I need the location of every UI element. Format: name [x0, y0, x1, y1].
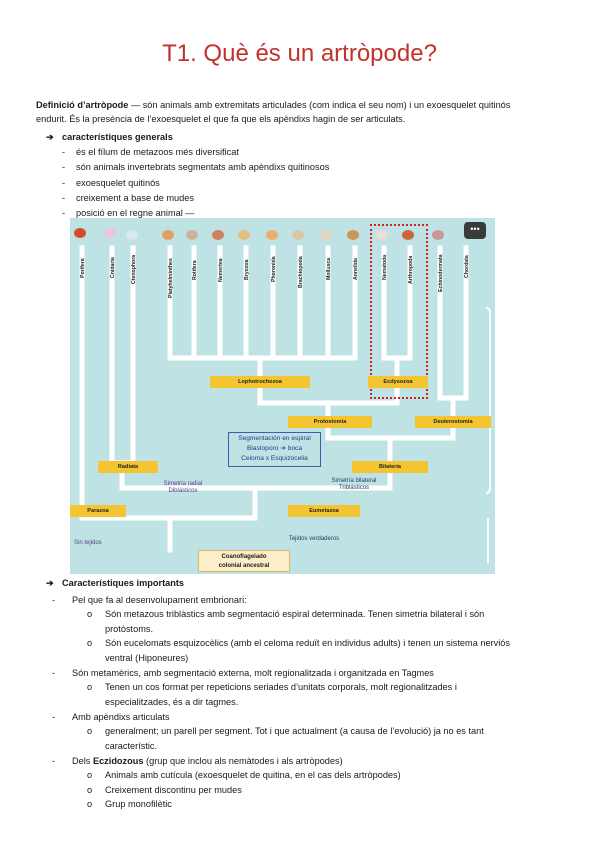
important-item-text: Amb apèndixs articulats [72, 712, 170, 722]
arthropod-icon [402, 230, 414, 240]
important-item: -Dels Eczidozous (grup que inclou als ne… [52, 754, 572, 768]
radial-symmetry-note: Simetría radial Diblásticos [148, 481, 218, 495]
sin-tejidos-note: Sin tejidos [74, 540, 102, 546]
root-ancestor-box: Coanoflagelado colonial ancestral [198, 550, 290, 572]
trait-line: Blastoporo ➔ boca [246, 445, 302, 452]
arrow-right-icon: ➔ [46, 578, 54, 588]
list-item: Són metazous triblàstics amb segmentació… [87, 607, 567, 636]
clade-bilateria: Bilateria [352, 461, 428, 473]
important-item-text: Dels Eczidozous (grup que inclou als nem… [72, 756, 343, 766]
note-line: Diblásticos [168, 488, 198, 494]
definition-text-line2: endurit. És la presència de l’exoesquele… [36, 114, 406, 124]
list-item: Animals amb cutícula (exoesquelet de qui… [87, 768, 567, 783]
trait-line: Celoma x Esquizocelia [241, 455, 308, 462]
clade-ecdysozoa: Ecdysozoa [368, 376, 428, 388]
important-item: -Són metamèrics, amb segmentació externa… [52, 666, 572, 680]
important-sublist: Tenen un cos format per repeticions seri… [87, 680, 567, 709]
mollusc-icon [320, 230, 332, 240]
list-item: són animals invertebrats segmentats amb … [62, 160, 329, 176]
important-item: -Amb apèndixs articulats [52, 710, 572, 724]
phylum-label: Rotifera [192, 260, 198, 280]
phylum-label: Platyhelminthes [168, 258, 174, 298]
important-sublist: generalment; un parell per segment. Tot … [87, 724, 567, 753]
root-line: colonial ancestral [218, 563, 270, 569]
general-heading: característiques generals [62, 132, 173, 142]
starfish-icon [432, 230, 444, 240]
arrow-right-icon: ➔ [46, 132, 54, 142]
phoronid-icon [266, 230, 278, 240]
list-item: Tenen un cos format per repeticions seri… [87, 680, 567, 709]
list-item: exoesquelet quitinós [62, 176, 329, 192]
jellyfish-icon [104, 228, 116, 238]
root-line: Coanoflagelado [221, 554, 267, 560]
ecdysozoa-highlight-frame [370, 224, 428, 399]
definition-label: Definició d’artròpode [36, 100, 129, 110]
important-sublist: Animals amb cutícula (exoesquelet de qui… [87, 768, 567, 812]
clade-protostomia: Protostomia [288, 416, 372, 428]
flatworm-icon [162, 230, 174, 240]
definition-text-line1: — són animals amb extremitats articulade… [128, 100, 511, 110]
phylogeny-figure: Porifera Cnidaria Ctenophora Platyhelmin… [70, 218, 495, 574]
list-item: Grup monofilètic [87, 797, 567, 812]
note-line: Triblásticos [338, 485, 370, 491]
phylum-label: Cnidaria [110, 257, 116, 278]
list-item: és el fílum de metazoos més diversificat [62, 145, 329, 161]
comb-jelly-icon [126, 230, 138, 240]
bryozoan-icon [238, 230, 250, 240]
protostomia-traits-box: Segmentación en espiral Blastoporo ➔ boc… [228, 432, 321, 467]
phylum-label: Annelida [353, 258, 359, 280]
trait-line: Segmentación en espiral [238, 435, 311, 442]
list-item: posició en el regne animal — [62, 206, 329, 222]
list-item: creixement a base de mudes [62, 191, 329, 207]
sponge-icon [74, 228, 86, 238]
phylum-label: Ctenophora [131, 254, 137, 284]
important-item-text: Pel que fa al desenvolupament embrionari… [72, 595, 247, 605]
note-line: Simetría bilateral [331, 478, 377, 484]
important-item: -Pel que fa al desenvolupament embrionar… [52, 593, 572, 607]
note-line: Simetría radial [163, 481, 203, 487]
list-item: Són eucelomats esquizocèlics (amb el cel… [87, 636, 567, 665]
phylum-label: Porifera [80, 258, 86, 278]
clade-lophotrochozoa: Lophotrochozoa [210, 376, 310, 388]
important-heading-row: ➔ Característiques importants [46, 578, 184, 589]
nematode-icon [376, 230, 388, 240]
phylum-label: Nemertea [218, 258, 224, 282]
clade-deuterostomia: Deuterostomia [415, 416, 491, 428]
more-options-button[interactable]: ••• [464, 222, 486, 239]
bilateral-symmetry-note: Simetría bilateral Triblásticos [318, 478, 390, 492]
ribbon-worm-icon [212, 230, 224, 240]
clade-eumetazoa: Eumetazoa [288, 505, 360, 517]
tejidos-verdaderos-note: Tejidos verdaderos [288, 536, 340, 542]
general-list: és el fílum de metazoos més diversificat… [62, 145, 329, 222]
phylum-label: Mollusca [326, 257, 332, 280]
phylum-label: Bryozoa [244, 259, 250, 280]
important-heading: Característiques importants [62, 578, 185, 588]
important-item-text: Són metamèrics, amb segmentació externa,… [72, 668, 434, 678]
list-item: generalment; un parell per segment. Tot … [87, 724, 567, 753]
phylum-label: Brachiopoda [298, 256, 304, 288]
definition-paragraph: Definició d’artròpode — són animals amb … [36, 98, 566, 126]
page-title: T1. Què és un artròpode? [162, 40, 437, 67]
annelid-icon [347, 230, 359, 240]
brachiopod-icon [292, 230, 304, 240]
phylum-label: Echinodermata [438, 254, 444, 292]
clade-radiata: Radiata [98, 461, 158, 473]
phylum-label: Phoronida [271, 256, 277, 282]
phylogeny-tree-lines [79, 245, 491, 563]
clade-parazoa: Parazoa [70, 505, 126, 517]
rotifer-icon [186, 230, 198, 240]
list-item: Creixement discontinu per mudes [87, 783, 567, 798]
important-sublist: Són metazous triblàstics amb segmentació… [87, 607, 567, 665]
phylum-label: Chordata [464, 255, 470, 278]
general-heading-row: ➔ característiques generals [46, 132, 173, 143]
